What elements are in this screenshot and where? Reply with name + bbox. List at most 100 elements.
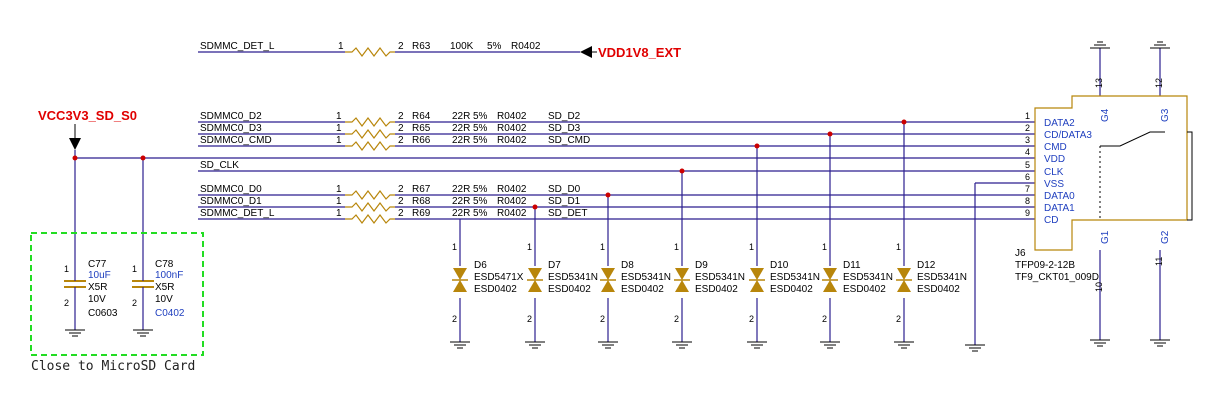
- d6-pin1: 1: [452, 242, 457, 252]
- j6-pin-name: DATA1: [1044, 203, 1075, 214]
- j6-pin-num: 2: [1025, 123, 1030, 133]
- resistor-r63[interactable]: 1 2 R63 100K 5% R0402: [338, 41, 541, 57]
- d8-ref: D8: [621, 260, 634, 271]
- r63-pin1: 1: [338, 41, 344, 52]
- diode-d7[interactable]: 1 2 D7 ESD5341N ESD0402: [527, 242, 598, 324]
- r65-pin2: 2: [398, 123, 404, 134]
- ground-icon: [133, 329, 153, 337]
- j6-pin-name: VDD: [1044, 154, 1065, 165]
- d6-pin2: 2: [452, 314, 457, 324]
- r63-tol: 5%: [487, 41, 502, 52]
- d7-ref: D7: [548, 260, 561, 271]
- r64-pin1: 1: [336, 111, 342, 122]
- r65-value: 22R: [452, 123, 470, 134]
- c77-volt: 10V: [88, 294, 106, 305]
- j6-part2: TF9_CKT01_009D: [1015, 272, 1099, 283]
- diode-d10[interactable]: 1 2 D10 ESD5341N ESD0402: [749, 242, 820, 324]
- connector-j6[interactable]: 1 2 3 4 5 6 7 8 9 DATA2 CD/DATA3 CMD VDD…: [1015, 78, 1193, 292]
- r68-ref: R68: [412, 196, 431, 207]
- ground-icon: [820, 341, 840, 349]
- d10-pin1: 1: [749, 242, 754, 252]
- resistor-r66[interactable]: 1 2 R66 22R 5% R0402 SD_CMD: [336, 135, 590, 151]
- r64-net: SD_D2: [548, 111, 581, 122]
- r65-pin1: 1: [336, 123, 342, 134]
- resistor-r67[interactable]: 1 2 R67 22R 5% R0402 SD_D0: [336, 184, 581, 200]
- r66-net: SD_CMD: [548, 135, 590, 146]
- j6-shield-name: G3: [1160, 108, 1171, 122]
- resistor-r64[interactable]: 1 2 R64 22R 5% R0402 SD_D2: [336, 111, 581, 127]
- d10-part: ESD5341N: [770, 272, 820, 283]
- capacitor-c77[interactable]: 1 2 C77 10uF X5R 10V C0603: [64, 259, 118, 319]
- r69-net: SD_DET: [548, 208, 587, 219]
- c78-pin1: 1: [132, 264, 137, 274]
- junction-dot: [901, 119, 907, 125]
- r69-pkg: R0402: [497, 208, 527, 219]
- ground-icon: [1090, 41, 1110, 49]
- net-sd-clk: SD_CLK: [200, 160, 239, 171]
- r69-tol: 5%: [473, 208, 488, 219]
- d6-part: ESD5471X: [474, 272, 524, 283]
- r68-tol: 5%: [473, 196, 488, 207]
- j6-shield-num: 12: [1154, 78, 1164, 88]
- placement-note: Close to MicroSD Card: [31, 359, 195, 374]
- esd-diodes: 1 2 D6 ESD5471X ESD0402 1 2 D7 ESD5341N …: [452, 242, 967, 324]
- net-sdmmc0-cmd: SDMMC0_CMD: [200, 135, 272, 146]
- c78-pin2: 2: [132, 298, 137, 308]
- r64-tol: 5%: [473, 111, 488, 122]
- j6-pin-name: CD/DATA3: [1044, 130, 1092, 141]
- j6-shield-num: 10: [1094, 282, 1104, 292]
- junction-dot: [754, 143, 760, 149]
- d10-ref: D10: [770, 260, 789, 271]
- j6-shield-pins: G4 G3 13 12 G1 G2 10 11: [1094, 78, 1171, 292]
- resistor-r69[interactable]: 1 2 R69 22R 5% R0402 SD_DET: [336, 208, 587, 224]
- diode-d8[interactable]: 1 2 D8 ESD5341N ESD0402: [600, 242, 671, 324]
- d8-pin1: 1: [600, 242, 605, 252]
- r66-tol: 5%: [473, 135, 488, 146]
- d6-ref: D6: [474, 260, 487, 271]
- power-port-vcc3v3[interactable]: VCC3V3_SD_S0: [38, 108, 137, 150]
- r64-ref: R64: [412, 111, 431, 122]
- d7-part: ESD5341N: [548, 272, 598, 283]
- diode-d11[interactable]: 1 2 D11 ESD5341N ESD0402: [822, 242, 893, 324]
- j6-pin-num: 9: [1025, 208, 1030, 218]
- r64-value: 22R: [452, 111, 470, 122]
- r67-pin2: 2: [398, 184, 404, 195]
- d12-pkg: ESD0402: [917, 284, 960, 295]
- r69-pin1: 1: [336, 208, 342, 219]
- j6-shield-name: G2: [1160, 230, 1171, 244]
- power-port-vdd1v8[interactable]: VDD1V8_EXT: [580, 45, 681, 60]
- net-sdmmc0-d0: SDMMC0_D0: [200, 184, 262, 195]
- junction-dot: [605, 192, 611, 198]
- resistor-r65[interactable]: 1 2 R65 22R 5% R0402 SD_D3: [336, 123, 581, 139]
- c78-pkg: C0402: [155, 308, 185, 319]
- j6-pin-num: 5: [1025, 160, 1030, 170]
- r67-pkg: R0402: [497, 184, 527, 195]
- d11-part: ESD5341N: [843, 272, 893, 283]
- d10-pkg: ESD0402: [770, 284, 813, 295]
- wires: [74, 48, 1161, 345]
- r64-pin2: 2: [398, 111, 404, 122]
- d11-ref: D11: [843, 260, 861, 271]
- ground-icon: [894, 341, 914, 349]
- r66-pin2: 2: [398, 135, 404, 146]
- ground-icon: [1090, 339, 1110, 347]
- diode-d9[interactable]: 1 2 D9 ESD5341N ESD0402: [674, 242, 745, 324]
- c77-ref: C77: [88, 259, 107, 270]
- ground-icon: [598, 341, 618, 349]
- j6-part: TFP09-2-12B: [1015, 260, 1075, 271]
- diode-d12[interactable]: 1 2 D12 ESD5341N ESD0402: [896, 242, 967, 324]
- j6-pin-name: CD: [1044, 215, 1058, 226]
- ground-icon: [1150, 41, 1170, 49]
- d12-pin1: 1: [896, 242, 901, 252]
- d8-pkg: ESD0402: [621, 284, 664, 295]
- capacitors: 1 2 C77 10uF X5R 10V C0603 1 2 C78 100nF…: [30, 232, 204, 374]
- resistor-r68[interactable]: 1 2 R68 22R 5% R0402 SD_D1: [336, 196, 581, 212]
- capacitor-c78[interactable]: 1 2 C78 100nF X5R 10V C0402: [132, 259, 185, 319]
- r63-pkg: R0402: [511, 41, 541, 52]
- j6-pin-name: DATA0: [1044, 191, 1075, 202]
- d11-pkg: ESD0402: [843, 284, 886, 295]
- j6-pin-name: CLK: [1044, 167, 1064, 178]
- j6-pin-num: 3: [1025, 135, 1030, 145]
- diode-d6[interactable]: 1 2 D6 ESD5471X ESD0402: [452, 242, 524, 324]
- net-sdmmc-det: SDMMC_DET_L: [200, 208, 275, 219]
